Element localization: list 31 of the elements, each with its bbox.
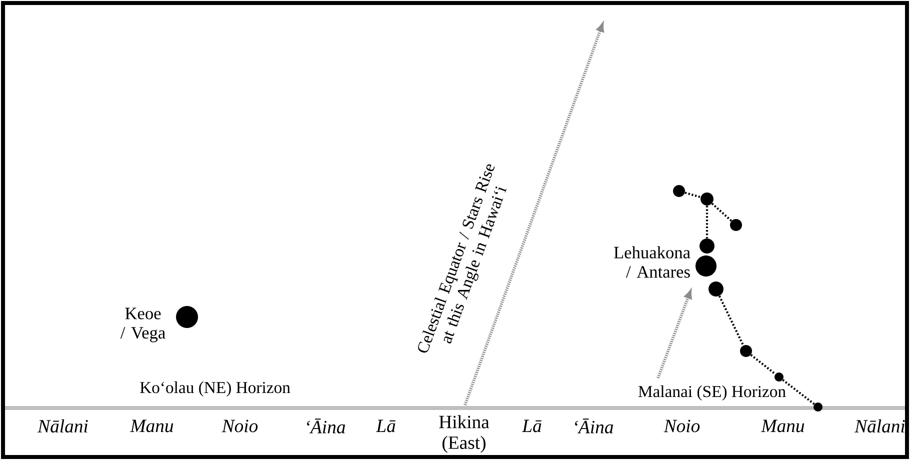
direction-label: Noio [222,420,258,432]
dotted-line [782,379,815,405]
dotted-line [706,206,708,238]
direction-label: Lā [376,420,396,432]
star-dot [700,192,714,206]
direction-label: Lā [522,420,542,432]
direction-label: Hikina (East) [439,415,490,453]
dotted-line [750,354,776,375]
horizon-label: Ko‘olau (NE) Horizon [140,381,290,397]
star-dot [696,256,716,276]
direction-label: Noio [664,420,700,432]
star-dot [700,238,714,254]
direction-label: Nālani [37,419,88,433]
direction-label: ‘Āina [307,418,346,434]
star-dot [774,372,784,382]
direction-label: Manu [130,420,174,432]
star-dot [673,185,685,197]
star-dot [740,345,752,357]
dotted-line [711,202,732,222]
star-dot [730,219,742,231]
star-name: Keoe / Vega [120,308,166,342]
dotted-line [718,296,744,346]
direction-label: Nālani [854,419,905,433]
direction-label: ‘Āina [575,418,614,434]
star-dot [176,306,198,328]
dotted-line [684,192,701,198]
direction-label: Manu [761,420,804,432]
star-dot [708,282,724,296]
horizon-label: Malanai (SE) Horizon [638,385,786,401]
star-name: Lehuakona / Antares [614,246,690,278]
star-dot [814,402,822,412]
